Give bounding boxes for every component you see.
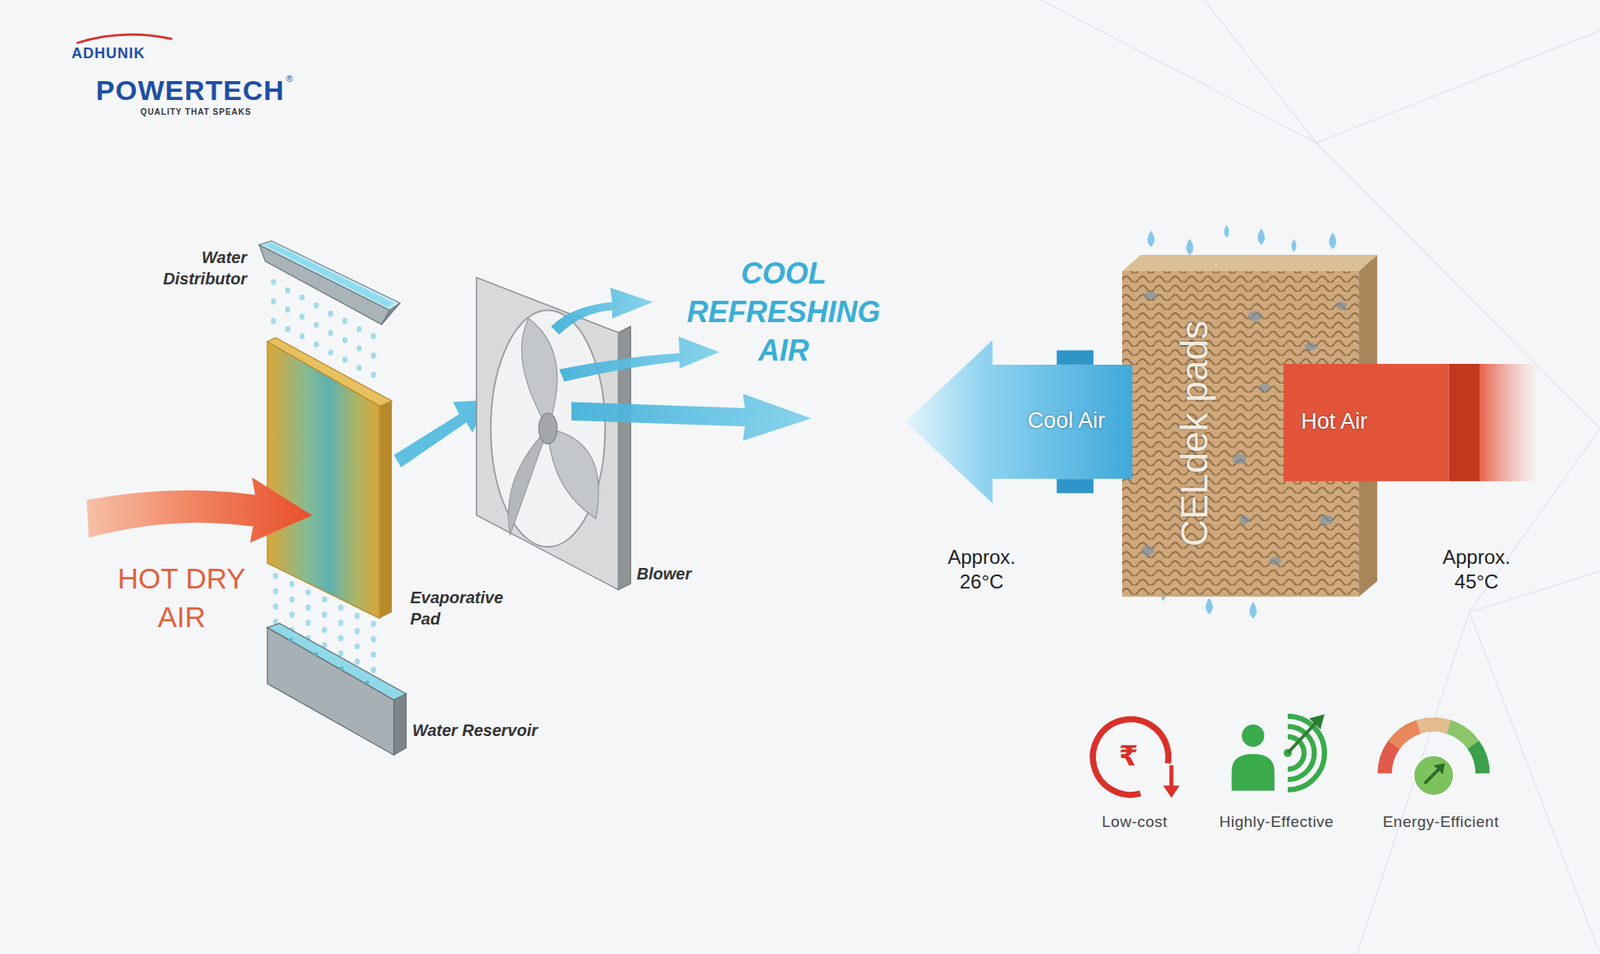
pad-label: CELdek pads <box>1172 320 1215 547</box>
registered-mark: ® <box>286 73 293 85</box>
currency-symbol: ₹ <box>1118 741 1139 770</box>
temperature-label: Approx. 45°C <box>1429 545 1524 595</box>
energy-efficient-icon <box>1384 724 1483 796</box>
brand-name: ADHUNIK <box>71 45 146 64</box>
part-label: Water Reservoir <box>412 720 538 741</box>
block-label: Hot Air <box>1300 410 1368 436</box>
logo-swoosh <box>77 34 173 43</box>
feature-caption: Low-cost <box>1101 813 1168 832</box>
feature-caption: Highly-Effective <box>1219 813 1335 832</box>
cool-air-arrow: Cool Air <box>905 340 1132 504</box>
hot-air-block: Hot Air <box>1283 363 1539 482</box>
air-label: COOL REFRESHING AIR <box>668 254 899 370</box>
part-label: Evaporative Pad <box>409 586 518 630</box>
arrow-label: Cool Air <box>1027 409 1106 434</box>
low-cost-icon <box>1084 710 1180 804</box>
temperature-label: Approx. 26°C <box>934 545 1029 595</box>
brand-slogan: QUALITY THAT SPEAKS <box>140 107 251 118</box>
hot-air-arrow <box>86 477 313 544</box>
evaporative-pad <box>267 337 392 619</box>
air-label: HOT DRY AIR <box>95 559 269 637</box>
highly-effective-icon <box>1230 713 1325 792</box>
part-label: Water Distributor <box>129 246 247 290</box>
cool-air-arrow <box>394 400 490 468</box>
water-reservoir <box>267 623 406 756</box>
brand-logo: POWERTECH <box>95 73 285 108</box>
part-label: Blower <box>636 563 692 584</box>
feature-caption: Energy-Efficient <box>1382 813 1500 832</box>
